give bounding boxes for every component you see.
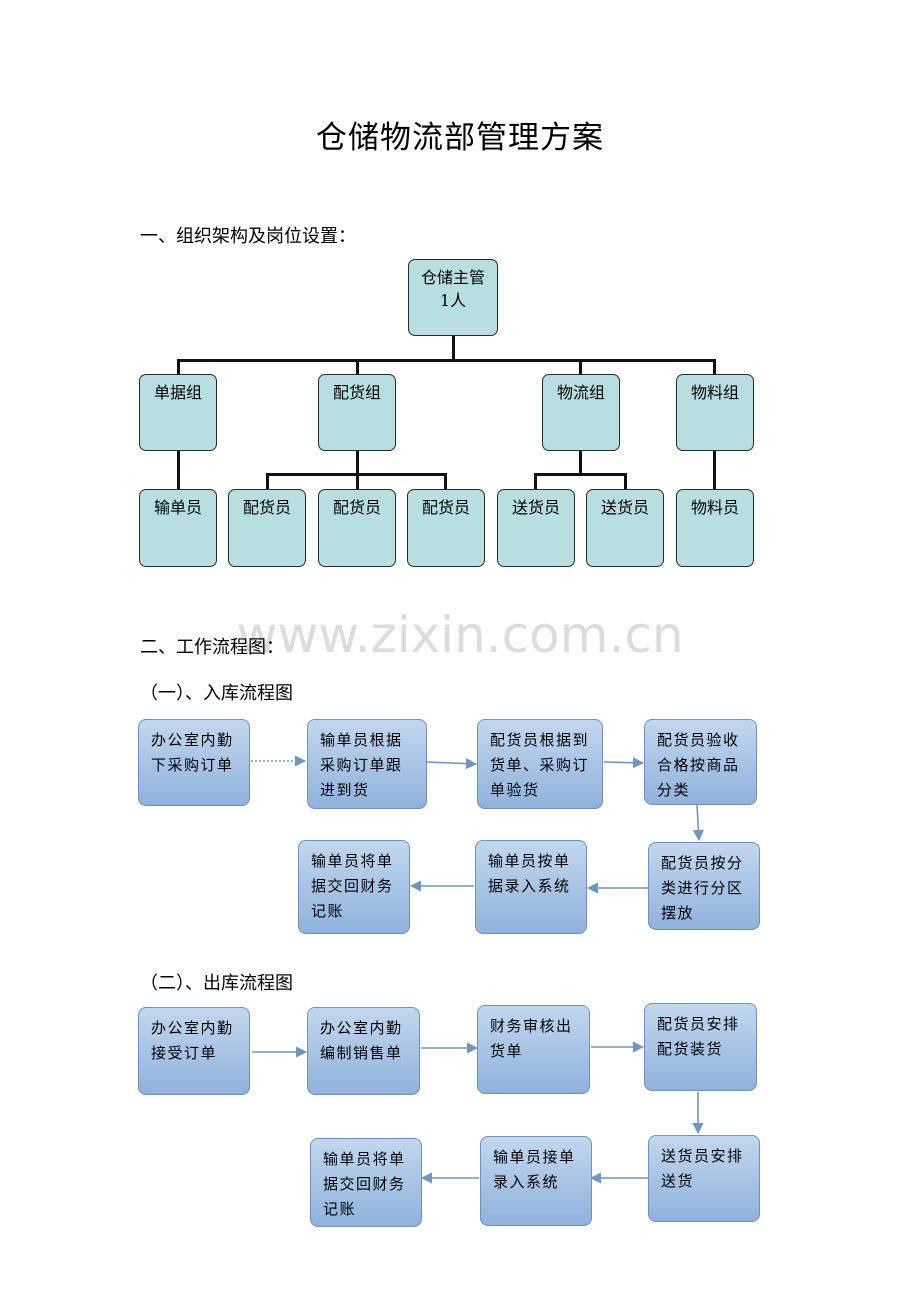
- org-node-staff: 配货员: [228, 489, 306, 567]
- org-line: [534, 473, 537, 490]
- org-line: [356, 450, 359, 475]
- org-line: [266, 473, 269, 490]
- org-line: [452, 336, 455, 361]
- inbound-step: 输单员根据采购订单跟进到货: [307, 719, 427, 809]
- org-node-staff: 输单员: [139, 489, 217, 567]
- inbound-step: 配货员根据到货单、采购订单验货: [477, 719, 603, 809]
- outbound-step: 财务审核出货单: [477, 1005, 590, 1094]
- outbound-step: 办公室内勤接受订单: [138, 1007, 250, 1095]
- org-line: [579, 359, 582, 375]
- section-flow-heading: 二、工作流程图：: [140, 637, 284, 658]
- org-line: [444, 473, 447, 490]
- org-node-staff: 配货员: [318, 489, 396, 567]
- inbound-heading: （一）、入库流程图: [140, 683, 293, 704]
- org-node-staff: 物料员: [676, 489, 754, 567]
- inbound-step: 办公室内勤下采购订单: [138, 719, 250, 806]
- org-node-staff: 配货员: [407, 489, 485, 567]
- org-line: [713, 450, 716, 490]
- org-node-head: 仓储主管 1人: [408, 259, 498, 336]
- org-node-staff: 送货员: [586, 489, 664, 567]
- page-title: 仓储物流部管理方案: [316, 120, 604, 156]
- outbound-heading: （二）、出库流程图: [140, 973, 293, 994]
- inbound-step: 输单员按单据录入系统: [475, 840, 587, 934]
- inbound-step: 配货员按分类进行分区摆放: [648, 842, 760, 930]
- org-node-group: 配货组: [318, 374, 396, 451]
- org-node-staff: 送货员: [497, 489, 575, 567]
- watermark: www.zixin.com.cn: [236, 606, 684, 664]
- org-node-group: 物料组: [676, 374, 754, 451]
- org-line: [624, 473, 627, 490]
- inbound-step: 配货员验收合格按商品分类: [644, 719, 757, 805]
- outbound-step: 输单员将单据交回财务记账: [310, 1138, 422, 1227]
- arrow: [426, 757, 478, 770]
- org-line: [356, 359, 359, 375]
- org-line: [534, 473, 627, 476]
- arrow: [603, 757, 645, 769]
- inbound-step: 输单员将单据交回财务记账: [298, 840, 410, 934]
- outbound-step: 送货员安排送货: [648, 1135, 760, 1222]
- org-node-group: 物流组: [542, 374, 620, 451]
- arrow: [692, 804, 705, 842]
- outbound-step: 配货员安排配货装货: [644, 1003, 757, 1091]
- section-org-heading: 一、组织架构及岗位设置：: [140, 226, 356, 247]
- outbound-step: 输单员接单录入系统: [480, 1136, 592, 1226]
- org-node-group: 单据组: [139, 374, 217, 451]
- org-line: [579, 450, 582, 475]
- outbound-step: 办公室内勤编制销售单: [307, 1007, 420, 1095]
- org-line: [356, 473, 359, 490]
- org-line: [177, 359, 716, 362]
- org-line: [177, 359, 180, 375]
- org-line: [177, 450, 180, 490]
- org-line: [713, 359, 716, 375]
